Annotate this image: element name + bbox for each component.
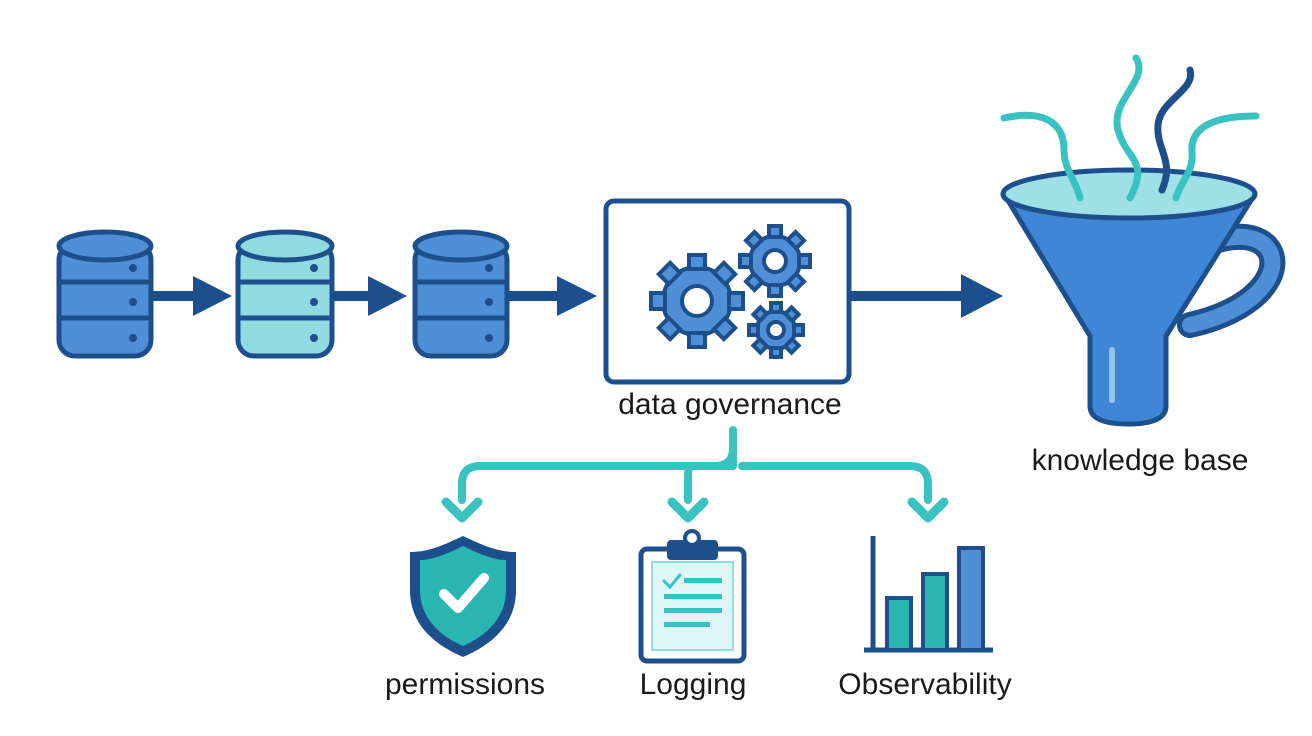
observability-label: Observability <box>838 668 1012 701</box>
gears-icon <box>649 224 812 359</box>
branch-connector <box>458 426 932 504</box>
arrow-right <box>153 276 232 316</box>
shield-check-icon <box>410 536 516 657</box>
database-icon-staging <box>235 229 335 359</box>
funnel-icon <box>1000 54 1286 427</box>
arrowhead-down <box>441 497 949 523</box>
arrow-right <box>334 276 407 316</box>
permissions-label: permissions <box>384 668 546 701</box>
arrow-right <box>509 276 597 316</box>
governance-label: data governance <box>618 388 842 421</box>
arrow-right <box>851 274 1003 318</box>
logging-label: Logging <box>639 668 747 701</box>
database-icon-processed <box>412 229 510 359</box>
bar-chart-icon <box>864 536 993 653</box>
clipboard-icon <box>638 529 747 664</box>
database-icon-source <box>56 229 154 359</box>
knowledge-base-label: knowledge base <box>1031 444 1249 477</box>
